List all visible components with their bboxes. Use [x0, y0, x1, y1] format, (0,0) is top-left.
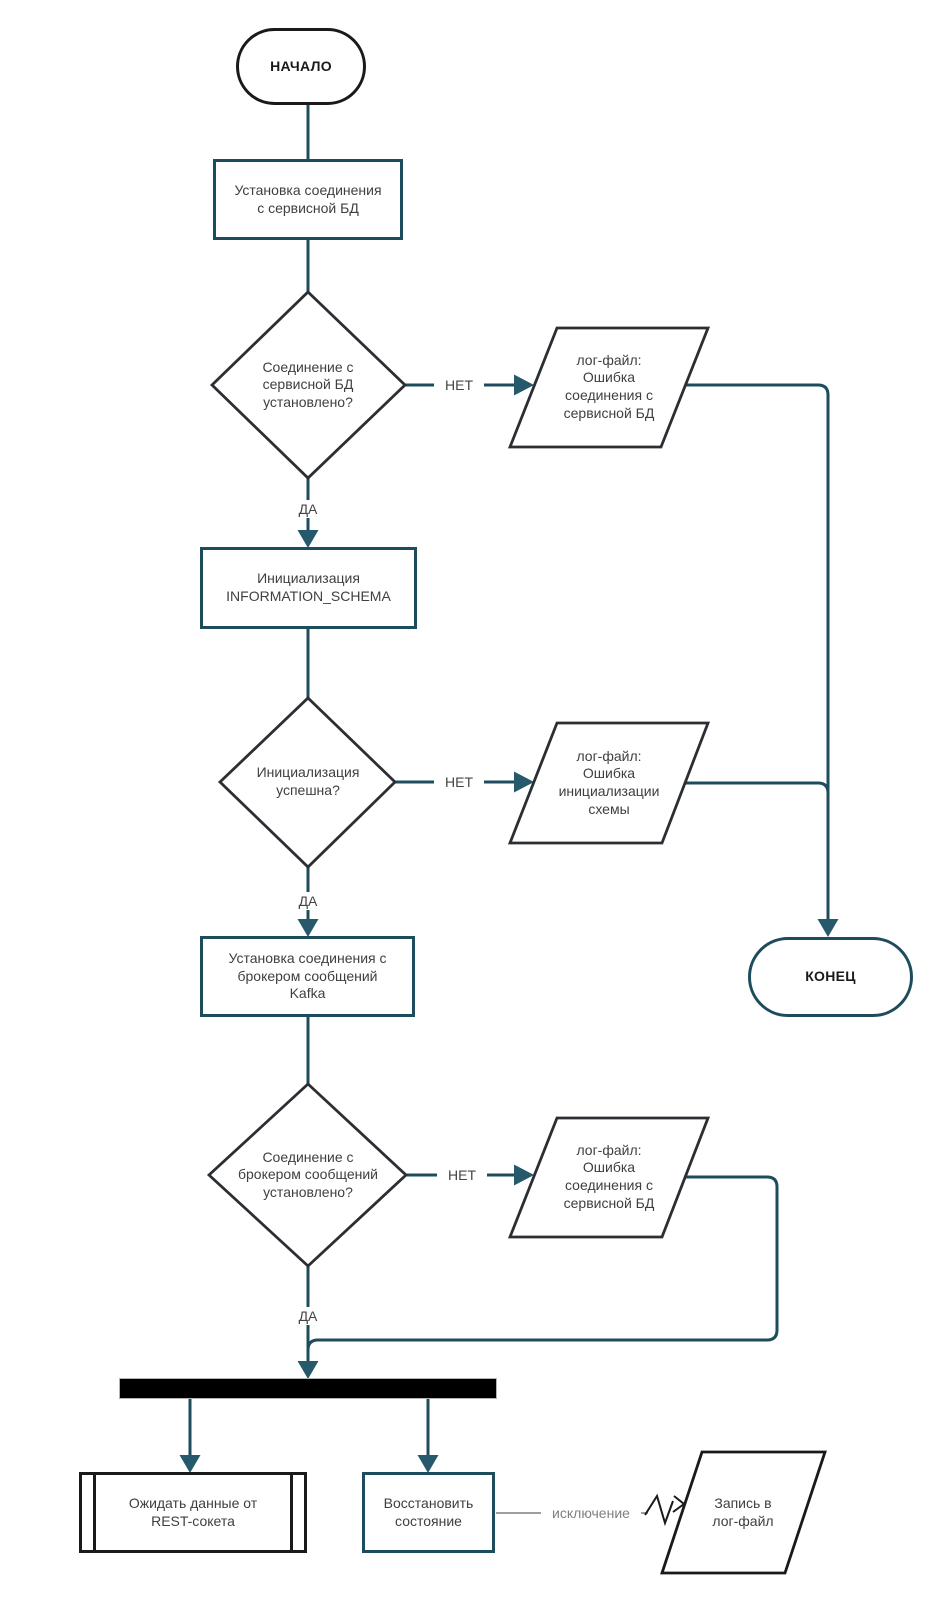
arrowhead-yes1 — [297, 530, 319, 548]
end-terminator: КОНЕЦ — [748, 937, 913, 1017]
decision-db-connected-shape — [209, 290, 408, 480]
arrowhead-end — [817, 919, 839, 937]
fork-bar — [119, 1378, 497, 1399]
edge-log2-to-end — [685, 781, 830, 794]
arrowheads — [179, 374, 839, 1473]
arrowhead-no2 — [514, 771, 534, 793]
io-log-kafka-error-shape — [507, 1116, 711, 1239]
predefined-wait-rest: Ожидать данные от REST-сокета — [79, 1472, 307, 1553]
predefined-left-bar — [93, 1475, 96, 1550]
arrowhead-restore — [417, 1455, 439, 1473]
io-log-init-error-shape — [507, 721, 711, 845]
io-shapes — [507, 326, 827, 1575]
edge-label-exception: исключение — [541, 1504, 641, 1522]
arrowhead-no3 — [514, 1164, 534, 1186]
edge-label-yes-1: ДА — [288, 500, 328, 518]
decision-init-ok-shape — [217, 696, 398, 869]
process-init-schema: Инициализация INFORMATION_SCHEMA — [200, 547, 417, 629]
edge-label-yes-3: ДА — [288, 1307, 328, 1325]
edge-label-yes-2: ДА — [288, 892, 328, 910]
arrowhead-yes2 — [297, 919, 319, 937]
decision-kafka-connected-shape — [206, 1082, 409, 1268]
edge-log3-return — [306, 1175, 779, 1351]
process-connect-kafka: Установка соединения с брокером сообщени… — [200, 936, 415, 1017]
zigzag-exception — [644, 1493, 674, 1527]
io-log-db-error-shape — [507, 326, 711, 449]
process-restore-state: Восстановить состояние — [362, 1472, 495, 1553]
edge-label-no-3: НЕТ — [437, 1166, 487, 1184]
arrowhead-no1 — [514, 374, 534, 396]
arrowhead-wait — [179, 1455, 201, 1473]
arrowhead-exception — [672, 1495, 686, 1513]
process-connect-db: Установка соединения с сервисной БД — [213, 159, 403, 240]
predefined-right-bar — [290, 1475, 293, 1550]
edge-log1-to-end — [685, 383, 830, 920]
predefined-wait-rest-label: Ожидать данные от REST-сокета — [128, 1494, 258, 1529]
edge-label-no-2: НЕТ — [434, 773, 484, 791]
start-terminator: НАЧАЛО — [236, 28, 366, 105]
arrowhead-fork — [297, 1361, 319, 1379]
io-write-log-shape — [660, 1450, 827, 1575]
edge-label-no-1: НЕТ — [434, 376, 484, 394]
decision-shapes — [206, 290, 409, 1268]
